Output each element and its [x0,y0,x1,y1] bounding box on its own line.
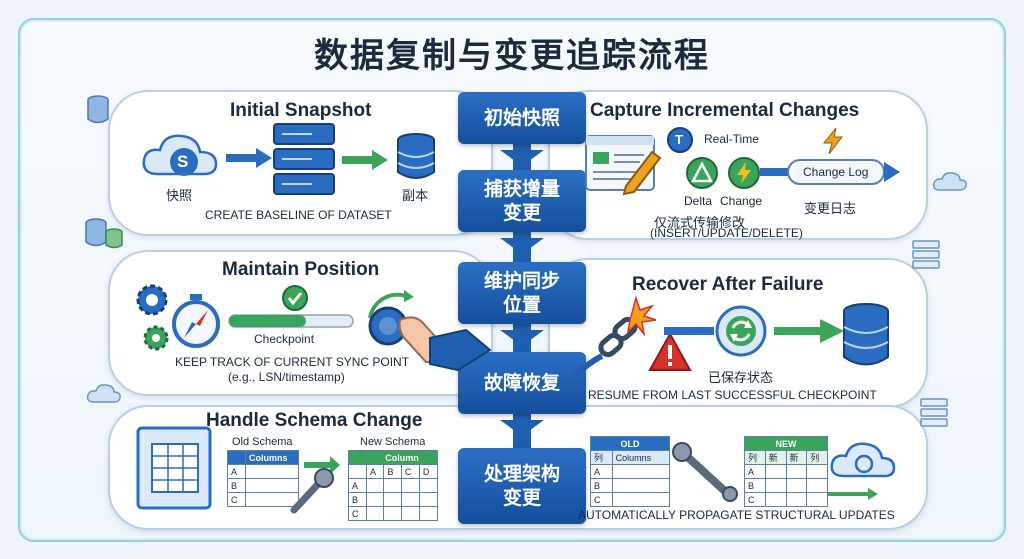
checkpoint-label: Checkpoint [254,332,315,346]
sync-cloud-icon [828,442,896,500]
realtime-badge-icon [667,127,693,153]
flow-arrow-4 [500,420,544,436]
schema-caption: AUTOMATICALLY PROPAGATE STRUCTURAL UPDAT… [578,508,895,522]
change-log-pipe-icon [760,159,900,185]
realtime-label: Real-Time [704,132,759,146]
realtime-badge-letter: T [675,132,683,147]
saved-state-label: 已保存状态 [708,371,774,386]
old-row-label: C [227,492,246,507]
step-schema-change: 处理架构变更 [458,448,586,524]
snapshot-source-badge: S [177,152,189,171]
gears-icon [136,284,169,351]
old-row-label: A [227,464,246,479]
old-schema-table: Columns A B C [227,450,299,507]
step-initial-snapshot: 初始快照 [458,92,586,144]
new-row-label: C [347,506,368,521]
new-schema-label: New Schema [360,436,426,448]
lightning-icon [728,157,760,189]
server-rack-icon [273,123,335,195]
snapshot-source-label: 快照 [166,189,193,204]
delta-label: Delta [684,194,713,208]
new-col: D [418,464,439,479]
side-cloud-right-icon [932,172,967,191]
position-title: Maintain Position [222,259,380,280]
right-row-label: B [744,478,766,493]
side-database-green-icon [85,218,123,249]
right-row-label: A [590,464,613,479]
new-row-label: A [347,478,368,493]
right-new-col: 新 [764,450,787,465]
flow-arrow-2 [500,238,544,254]
flow-arrow-1 [500,150,544,166]
right-old-label: OLD [590,436,670,451]
right-old-col: 列 [590,450,613,465]
new-schema-header: Column [366,450,438,465]
arrow-right-green-icon [342,150,388,170]
snapshot-title: Initial Snapshot [230,100,372,121]
recover-database-icon [843,303,889,366]
right-row-label: C [590,492,613,507]
checkpoint-progress-bar [228,314,354,328]
flow-arrow-3 [500,330,544,346]
right-new-col: 新 [785,450,808,465]
diagram-title: 数据复制与变更追踪流程 [314,36,710,76]
side-server-right-icon [920,398,948,427]
capture-caption-cn: 仅流式传输修改 [654,216,746,231]
step-capture-changes: 捕获增量变更 [458,170,586,232]
alert-icon [648,331,692,371]
right-row-label: A [744,464,766,479]
recover-caption: RESUME FROM LAST SUCCESSFUL CHECKPOINT [588,388,877,402]
step-maintain-position: 维护同步位置 [458,262,586,324]
blueprint-icon [136,426,212,510]
step-recover: 故障恢复 [458,352,586,414]
old-row-label: B [227,478,246,493]
broken-chain-icon [572,295,657,379]
refresh-icon [715,305,767,357]
old-schema-label: Old Schema [232,436,293,448]
right-row-label: C [744,492,766,507]
side-database-icon [87,95,109,124]
change-label: Change [720,194,763,208]
old-schema-header: Columns [245,450,299,465]
new-col: A [366,464,385,479]
side-cloud-icon [86,384,121,403]
database-icon [397,133,435,179]
sleeve-arm-icon [429,328,492,372]
cloud-icon [142,134,218,176]
position-caption-1: KEEP TRACK OF CURRENT SYNC POINT [175,355,410,369]
right-new-col: 列 [806,450,828,465]
new-col: B [383,464,402,479]
editor-window-icon [585,135,662,196]
position-caption-2: (e.g., LSN/timestamp) [228,370,345,384]
new-col: C [400,464,420,479]
dial-knob-icon [368,290,450,363]
snapshot-replica-label: 副本 [402,189,429,204]
arrow-right-icon [226,148,272,168]
side-server-icon [912,240,940,269]
checkpoint-check-icon [282,285,308,311]
delta-icon [686,157,718,189]
change-log-cn-label: 变更日志 [804,202,857,217]
schema-title: Handle Schema Change [206,410,423,431]
wrench-large-icon [672,442,738,502]
compass-icon [172,294,220,348]
right-new-label: NEW [744,436,828,451]
snapshot-caption: CREATE BASELINE OF DATASET [205,208,392,222]
wrench-icon [290,456,340,514]
recover-arrow-icon [664,319,844,343]
right-new-table: NEW 列新新列 A B C [744,436,828,507]
right-row-label: B [590,478,613,493]
right-old-col: Columns [611,450,671,465]
right-new-col: 列 [744,450,766,465]
change-log-label: Change Log [803,165,869,179]
new-row-label: B [347,492,368,507]
capture-caption-en: (INSERT/UPDATE/DELETE) [650,226,803,240]
capture-title: Capture Incremental Changes [590,100,860,121]
recover-title: Recover After Failure [632,274,824,295]
lightning-accent-icon [822,127,844,155]
